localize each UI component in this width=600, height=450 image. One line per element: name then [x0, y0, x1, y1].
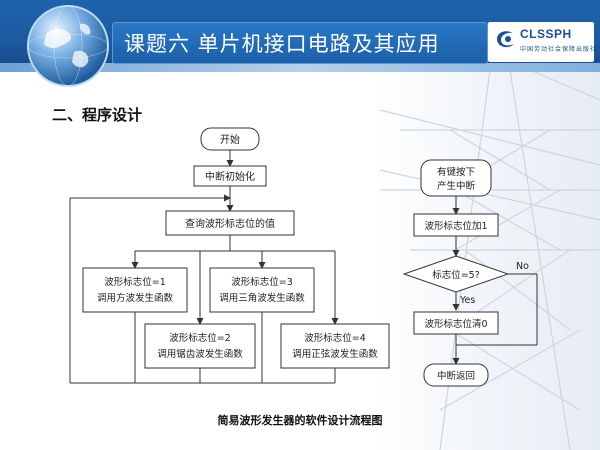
header-band: [0, 63, 600, 72]
decision-node: [402, 255, 510, 293]
section-heading: 二、程序设计: [52, 106, 143, 124]
branch4-node: [280, 323, 390, 369]
query-label: 查询波形标志位的值: [185, 217, 275, 230]
start-label: 开始: [220, 133, 240, 146]
branch3-condition: 波形标志位=3: [231, 276, 293, 288]
init-label: 中断初始化: [205, 170, 255, 183]
branch3-node: [209, 267, 315, 313]
flowchart-connectors: [69, 150, 538, 384]
decision-label: 标志位=5?: [432, 269, 480, 281]
branch2-action: 调用锯齿波发生函数: [157, 348, 243, 360]
yes-label: Yes: [459, 295, 475, 306]
return-label: 中断返回: [437, 370, 475, 382]
header-title: 课题六 单片机接口电路及其应用: [124, 32, 440, 56]
logo-subtitle: 中国劳动社会保障出版社: [520, 46, 598, 53]
branch4-condition: 波形标志位=4: [304, 332, 366, 344]
branch2-node: [144, 323, 256, 369]
interrupt-trigger-line2: 产生中断: [437, 180, 476, 192]
power-tower-background: [380, 70, 600, 450]
branch1-action: 调用方波发生函数: [97, 292, 174, 304]
logo-swoosh-icon: [497, 31, 514, 48]
title-plate: [112, 22, 488, 64]
figure-caption: 简易波形发生器的软件设计流程图: [217, 414, 383, 427]
branch2-condition: 波形标志位=2: [169, 332, 231, 344]
logo-text: CLSSPH: [520, 27, 572, 41]
logo-box: [488, 22, 594, 62]
interrupt-trigger-node: [420, 159, 492, 197]
increment-label: 波形标志位加1: [424, 220, 487, 232]
return-node: [423, 363, 489, 387]
clear-label: 波形标志位清0: [424, 318, 487, 330]
clear-node: [413, 311, 499, 335]
no-label: No: [516, 261, 529, 272]
query-node: [165, 210, 295, 236]
increment-node: [413, 213, 499, 237]
branch3-action: 调用三角波发生函数: [219, 292, 305, 304]
globe-icon: [27, 5, 109, 87]
interrupt-trigger-line1: 有键按下: [437, 166, 475, 178]
branch1-node: [82, 267, 188, 313]
start-node: [200, 127, 260, 151]
branch4-action: 调用正弦波发生函数: [292, 348, 378, 360]
branch1-condition: 波形标志位=1: [104, 276, 166, 288]
init-node: [193, 165, 267, 187]
